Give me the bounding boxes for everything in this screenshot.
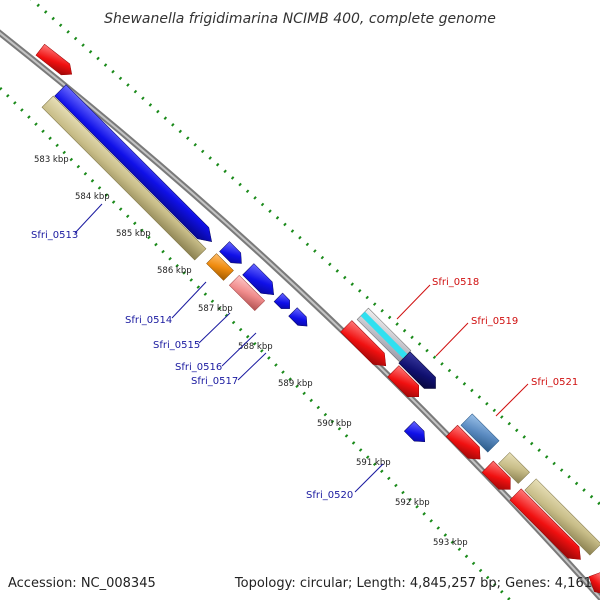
topology-summary: Topology: circular; Length: 4,845,257 bp… <box>234 576 592 591</box>
feature-khaki-long[interactable] <box>41 95 207 261</box>
feature-red-corner[interactable] <box>588 572 600 596</box>
feature-gray-cyan[interactable] <box>356 307 412 363</box>
gene-label-sfri-0514[interactable]: Sfri_0514 <box>125 315 172 326</box>
feature-red-4[interactable] <box>481 460 516 495</box>
gene-label-sfri-0516[interactable]: Sfri_0516 <box>175 362 222 373</box>
feature-small-red[interactable] <box>35 43 76 80</box>
feature-khaki-small[interactable] <box>498 452 530 484</box>
feature-blue-long[interactable] <box>54 84 218 248</box>
inner-guide-track <box>0 86 513 600</box>
gene-labels: Sfri_0513 Sfri_0514 Sfri_0515 Sfri_0516 … <box>31 230 578 501</box>
gene-label-sfri-0518[interactable]: Sfri_0518 <box>432 277 479 288</box>
accession-text: Accession: NC_008345 <box>8 576 156 591</box>
tick-label: 586 kbp <box>157 266 192 276</box>
gene-label-sfri-0517[interactable]: Sfri_0517 <box>191 376 238 387</box>
gene-label-sfri-0519[interactable]: Sfri_0519 <box>471 316 518 327</box>
feature-blue-small-3[interactable] <box>273 292 294 313</box>
map-title: Shewanella frigidimarina NCIMB 400, comp… <box>104 11 496 27</box>
gene-label-sfri-0521[interactable]: Sfri_0521 <box>531 377 578 388</box>
gene-label-sfri-0515[interactable]: Sfri_0515 <box>153 340 200 351</box>
feature-navy[interactable] <box>398 351 441 394</box>
feature-blue-small-5[interactable] <box>403 420 429 446</box>
tick-label: 593 kbp <box>433 538 468 548</box>
gene-label-sfri-0513[interactable]: Sfri_0513 <box>31 230 78 241</box>
tick-label: 590 kbp <box>317 419 352 429</box>
outer-guide-track <box>29 0 600 507</box>
tick-label: 589 kbp <box>278 379 313 389</box>
tick-label: 588 kbp <box>238 342 273 352</box>
gene-label-sfri-0520[interactable]: Sfri_0520 <box>306 490 353 501</box>
feature-orange[interactable] <box>206 253 234 281</box>
feature-red-2[interactable] <box>387 365 425 403</box>
feature-blue-small-4[interactable] <box>288 307 312 331</box>
feature-red-right[interactable] <box>509 488 586 565</box>
feature-blue-small-2[interactable] <box>242 263 280 301</box>
feature-steel-blue[interactable] <box>460 413 500 453</box>
tick-label: 587 kbp <box>198 304 233 314</box>
tick-label: 583 kbp <box>34 155 69 165</box>
feature-khaki-right[interactable] <box>524 478 600 556</box>
tick-label: 592 kbp <box>395 498 430 508</box>
scale-ticks: 583 kbp 584 kbp 585 kbp 586 kbp 587 kbp … <box>34 155 468 548</box>
tick-label: 584 kbp <box>75 192 110 202</box>
feature-pink[interactable] <box>228 274 266 312</box>
tick-label: 585 kbp <box>116 229 151 239</box>
feature-blue-small-1[interactable] <box>219 241 247 269</box>
label-leaders <box>74 203 529 493</box>
feature-red-1[interactable] <box>340 320 392 372</box>
tick-label: 591 kbp <box>356 458 391 468</box>
feature-red-3[interactable] <box>445 424 486 465</box>
